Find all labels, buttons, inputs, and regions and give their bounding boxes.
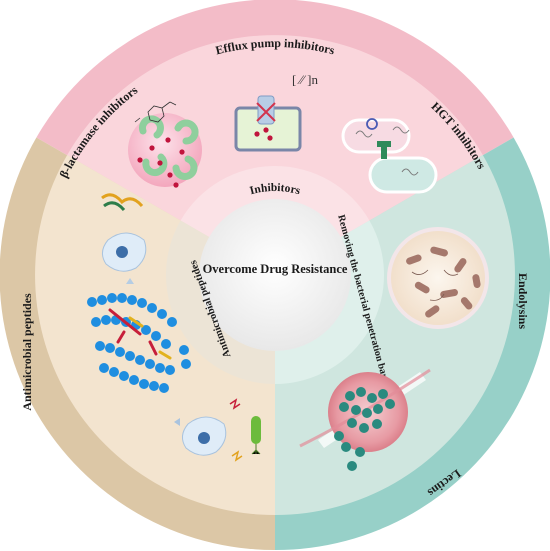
antimicrobial-peptides-outer-label: Antimicrobial peptides xyxy=(20,293,34,411)
beta-lactamase-illustration xyxy=(128,101,202,188)
inhibitors-inner-label: Inhibitors xyxy=(248,182,302,197)
amp-illustration xyxy=(87,193,261,462)
endolysins-label: Endolysins xyxy=(516,273,530,329)
hgt-illustration xyxy=(341,118,438,194)
endolysins-illustration xyxy=(387,227,489,329)
inhibitors-middle-sector xyxy=(67,35,483,275)
polymer-label: [ ⁄⁄ ]n xyxy=(292,72,319,87)
efflux-pump-illustration: [ ⁄⁄ ]n xyxy=(234,72,319,152)
center-title: Overcome Drug Resistance xyxy=(202,262,348,276)
center-circle xyxy=(199,199,351,351)
lectins-illustration xyxy=(299,368,431,471)
